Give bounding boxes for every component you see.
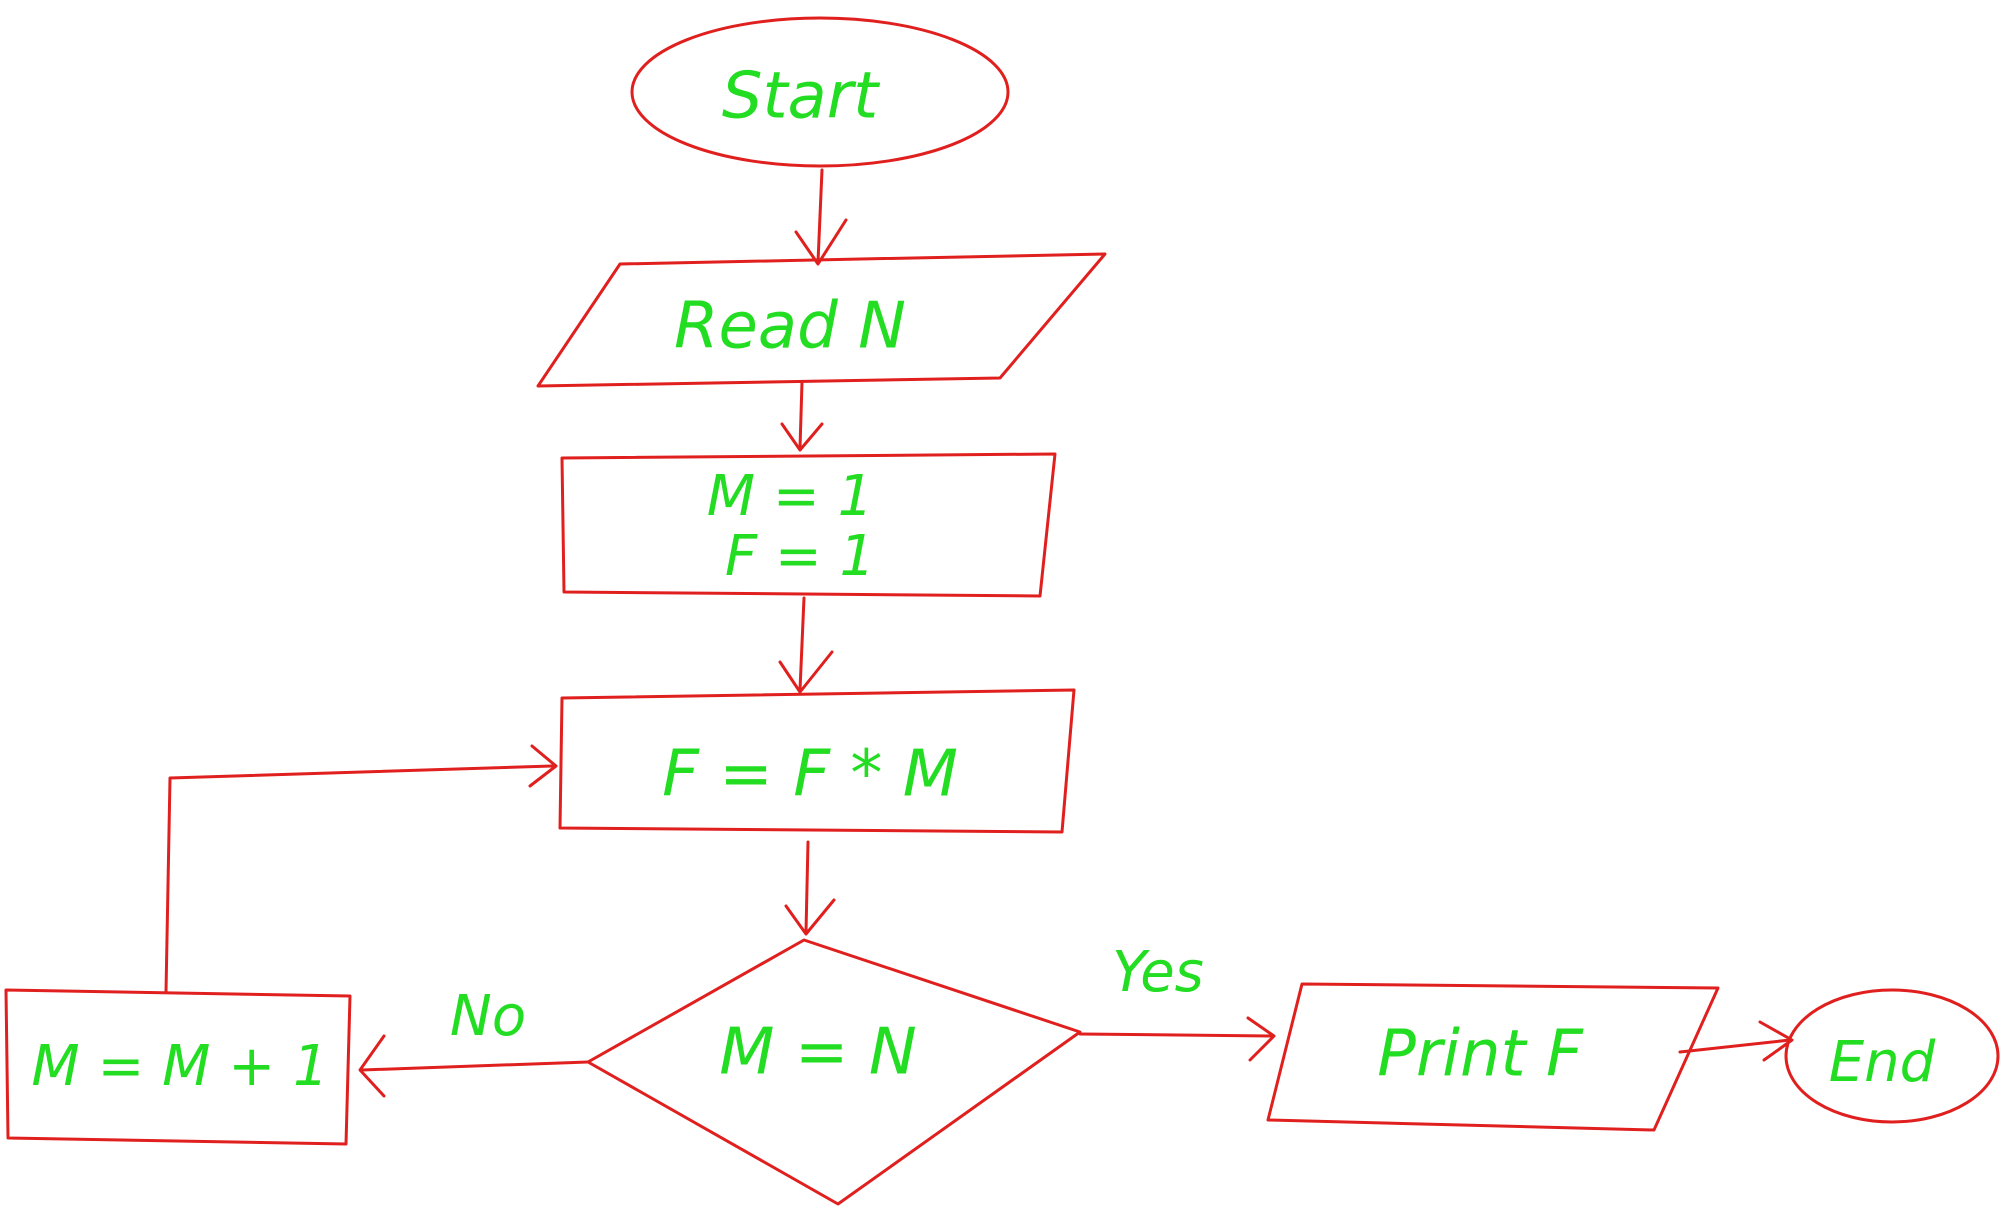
arrow-init-to-multiply [778,596,834,694]
arrow-decision-to-print: Yes [1078,940,1276,1062]
init-process-node[interactable]: M = 1 F = 1 [560,452,1057,598]
arrow-increment-to-multiply [164,744,558,994]
init-line1: M = 1 [707,464,873,529]
read-input-node[interactable]: Read N [536,252,1107,388]
arrow-read-to-init [780,380,824,452]
read-parallelogram [536,252,1107,388]
increment-process-node[interactable]: M = M + 1 [4,988,352,1146]
arrow-print-to-end [1678,1020,1794,1062]
end-node[interactable]: End [1784,988,2000,1124]
multiply-process-node[interactable]: F = F * M [558,688,1076,834]
arrow-multiply-to-decision [784,840,836,936]
start-label: Start [722,60,881,134]
multiply-label: F = F * M [662,738,958,812]
no-label: No [450,984,526,1049]
decision-node[interactable]: M = N [586,938,1082,1206]
arrow-decision-to-increment: No [358,984,590,1098]
read-label: Read N [674,290,906,364]
multiply-box [558,688,1076,834]
print-output-node[interactable]: Print F [1266,982,1720,1132]
start-ellipse [630,16,1010,168]
init-line2: F = 1 [725,524,875,589]
arrow-start-to-read [794,168,848,266]
end-label: End [1829,1030,1936,1095]
print-parallelogram [1266,982,1720,1132]
decision-diamond [586,938,1082,1206]
increment-label: M = M + 1 [31,1034,328,1099]
yes-label: Yes [1112,940,1204,1005]
start-node[interactable]: Start [630,16,1010,168]
print-label: Print F [1377,1018,1584,1092]
increment-box [4,988,352,1146]
end-ellipse [1784,988,2000,1124]
decision-label: M = N [719,1016,916,1090]
init-box [560,452,1057,598]
